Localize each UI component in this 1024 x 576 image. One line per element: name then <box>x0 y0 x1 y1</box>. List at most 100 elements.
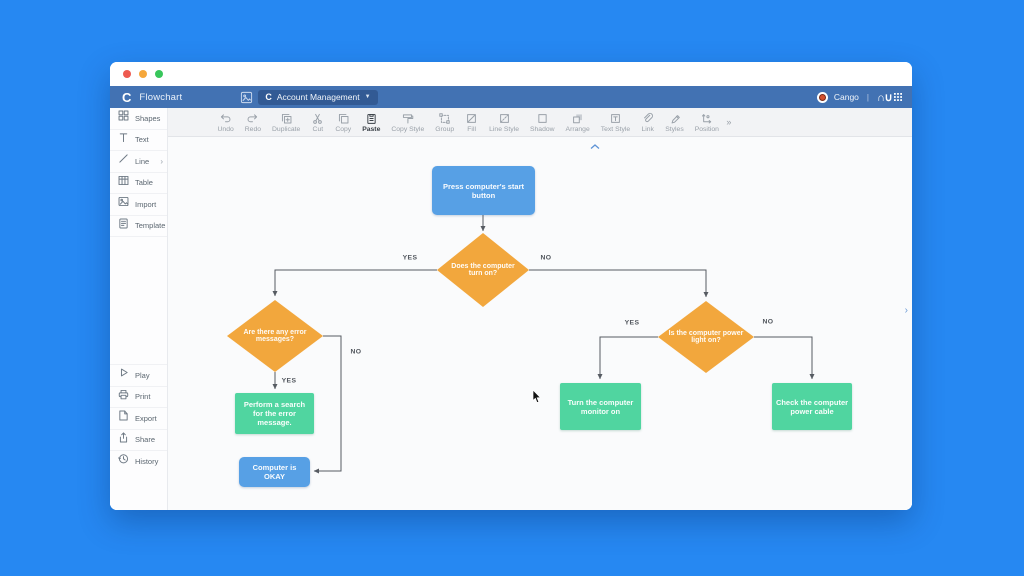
share-icon <box>117 431 130 449</box>
app-window: C Flowchart C Account Management ▼ Cango… <box>110 62 912 510</box>
toolbar-link-button[interactable]: Link <box>636 112 660 133</box>
toolbar-line-style-button[interactable]: Line Style <box>484 112 525 133</box>
edge-power-light-to-monitor-on[interactable] <box>597 336 658 380</box>
edge-label-no-3: NO <box>350 348 362 356</box>
node-label: Turn the computer monitor on <box>567 397 634 416</box>
toolbar-button-label: Position <box>694 125 719 133</box>
toolbar-button-label: Text Style <box>600 125 631 133</box>
edge-error-messages-to-computer-okay[interactable] <box>313 335 342 474</box>
sidebar-item-label: Import <box>135 199 157 209</box>
tab-label: Account Management <box>276 92 360 102</box>
toolbar-button-label: Copy <box>335 125 352 133</box>
link-icon <box>641 112 654 125</box>
sidebar-item-text[interactable]: Text <box>110 130 167 151</box>
edge-power-light-to-power-cable[interactable] <box>754 336 815 380</box>
edge-turn-on-to-error-messages[interactable] <box>272 269 437 297</box>
toolbar-button-label: Undo <box>217 125 234 133</box>
sidebar-action-share[interactable]: Share <box>110 428 167 451</box>
cut-icon <box>311 112 324 125</box>
submenu-chevron-icon[interactable]: › <box>160 156 163 166</box>
toolbar-button-label: Copy Style <box>391 125 425 133</box>
sidebar-action-print[interactable]: Print <box>110 385 167 408</box>
sidebar-action-label: Export <box>135 413 157 423</box>
node-search-error[interactable]: Perform a search for the error message. <box>235 393 314 434</box>
close-window-button[interactable] <box>123 70 131 78</box>
toolbar-button-label: Link <box>641 125 654 133</box>
toolbar-duplicate-button[interactable]: Duplicate <box>267 112 306 133</box>
toolbar-arrange-button[interactable]: Arrange <box>560 112 595 133</box>
brand-divider: | <box>866 92 869 102</box>
styles-icon <box>668 112 681 125</box>
sidebar-action-play[interactable]: Play <box>110 364 167 386</box>
play-icon <box>117 366 130 384</box>
sidebar-item-shapes[interactable]: Shapes <box>110 108 167 130</box>
sidebar-item-label: Text <box>135 135 149 145</box>
edge-label-yes-2: YES <box>281 377 297 385</box>
toolbar-styles-button[interactable]: Styles <box>660 112 690 133</box>
sidebar-item-template[interactable]: Template <box>110 216 167 237</box>
sidebar-item-table[interactable]: Table <box>110 173 167 194</box>
import-icon <box>117 195 130 213</box>
toolbar-copy-style-button[interactable]: Copy Style <box>386 112 430 133</box>
toolbar-text-style-button[interactable]: Text Style <box>595 112 635 133</box>
toolbar-copy-button[interactable]: Copy <box>330 112 357 133</box>
node-power-cable[interactable]: Check the computer power cable <box>772 383 852 430</box>
toolbar-redo-button[interactable]: Redo <box>239 112 266 133</box>
toolbar-shadow-button[interactable]: Shadow <box>524 112 560 133</box>
line-icon <box>117 152 130 170</box>
table-icon <box>117 174 130 192</box>
text-icon <box>117 131 130 149</box>
maximize-window-button[interactable] <box>155 70 163 78</box>
toolbar-button-label: Arrange <box>565 125 590 133</box>
node-computer-okay[interactable]: Computer is OKAY <box>239 457 310 487</box>
tab-dropdown-caret-icon[interactable]: ▼ <box>364 94 371 100</box>
toolbar-overflow-button[interactable]: » <box>726 117 732 127</box>
node-error-messages[interactable]: Are there any error messages? <box>227 300 323 372</box>
sidebar-item-label: Table <box>135 178 153 188</box>
toolbar-fill-button[interactable]: Fill <box>460 112 484 133</box>
node-label: Does the computer turn on? <box>451 263 515 277</box>
user-name[interactable]: Cango <box>833 92 859 102</box>
sidebar-item-label: Shapes <box>135 113 161 123</box>
mouse-cursor <box>532 389 543 409</box>
toolbar-paste-button[interactable]: Paste <box>357 112 386 133</box>
tab-logo: C <box>265 92 272 102</box>
toolbar-cut-button[interactable]: Cut <box>306 112 330 133</box>
sidebar-action-label: Play <box>135 370 150 380</box>
node-start[interactable]: Press computer's start button <box>432 166 535 215</box>
node-monitor-on[interactable]: Turn the computer monitor on <box>560 383 641 430</box>
sidebar-item-label: Template <box>135 221 166 231</box>
toolbar-button-label: Line Style <box>489 125 519 133</box>
toolbar-position-button[interactable]: Position <box>689 112 724 133</box>
node-turn-on[interactable]: Does the computer turn on? <box>437 233 529 307</box>
nulab-brand-logo[interactable]: ∩∪ <box>877 91 902 104</box>
duplicate-icon <box>280 112 293 125</box>
document-tab-account-management[interactable]: C Account Management ▼ <box>258 89 378 105</box>
pages-icon[interactable] <box>240 91 253 104</box>
undo-icon <box>219 112 232 125</box>
user-avatar[interactable] <box>816 91 828 103</box>
sidebar-action-export[interactable]: Export <box>110 407 167 429</box>
minimize-window-button[interactable] <box>139 70 147 78</box>
toolbar-button-label: Redo <box>244 125 261 133</box>
toolbar-button-label: Fill <box>467 125 476 133</box>
app-header: C Flowchart C Account Management ▼ Cango… <box>110 86 912 108</box>
sidebar-item-import[interactable]: Import <box>110 194 167 216</box>
app-logo[interactable]: C <box>122 89 132 105</box>
position-icon <box>700 112 713 125</box>
pan-right-chevron-icon[interactable]: › <box>904 305 908 316</box>
toolbar-group-button[interactable]: Group <box>430 112 460 133</box>
toolbar-collapse-caret-icon[interactable] <box>587 137 603 149</box>
toolbar-undo-button[interactable]: Undo <box>212 112 239 133</box>
node-power-light[interactable]: Is the computer power light on? <box>658 301 754 373</box>
print-icon <box>117 388 130 406</box>
sidebar-item-line[interactable]: Line› <box>110 151 167 173</box>
sidebar-action-history[interactable]: History <box>110 450 167 472</box>
edge-turn-on-to-power-light[interactable] <box>529 269 709 298</box>
sidebar-action-label: Share <box>135 435 156 445</box>
